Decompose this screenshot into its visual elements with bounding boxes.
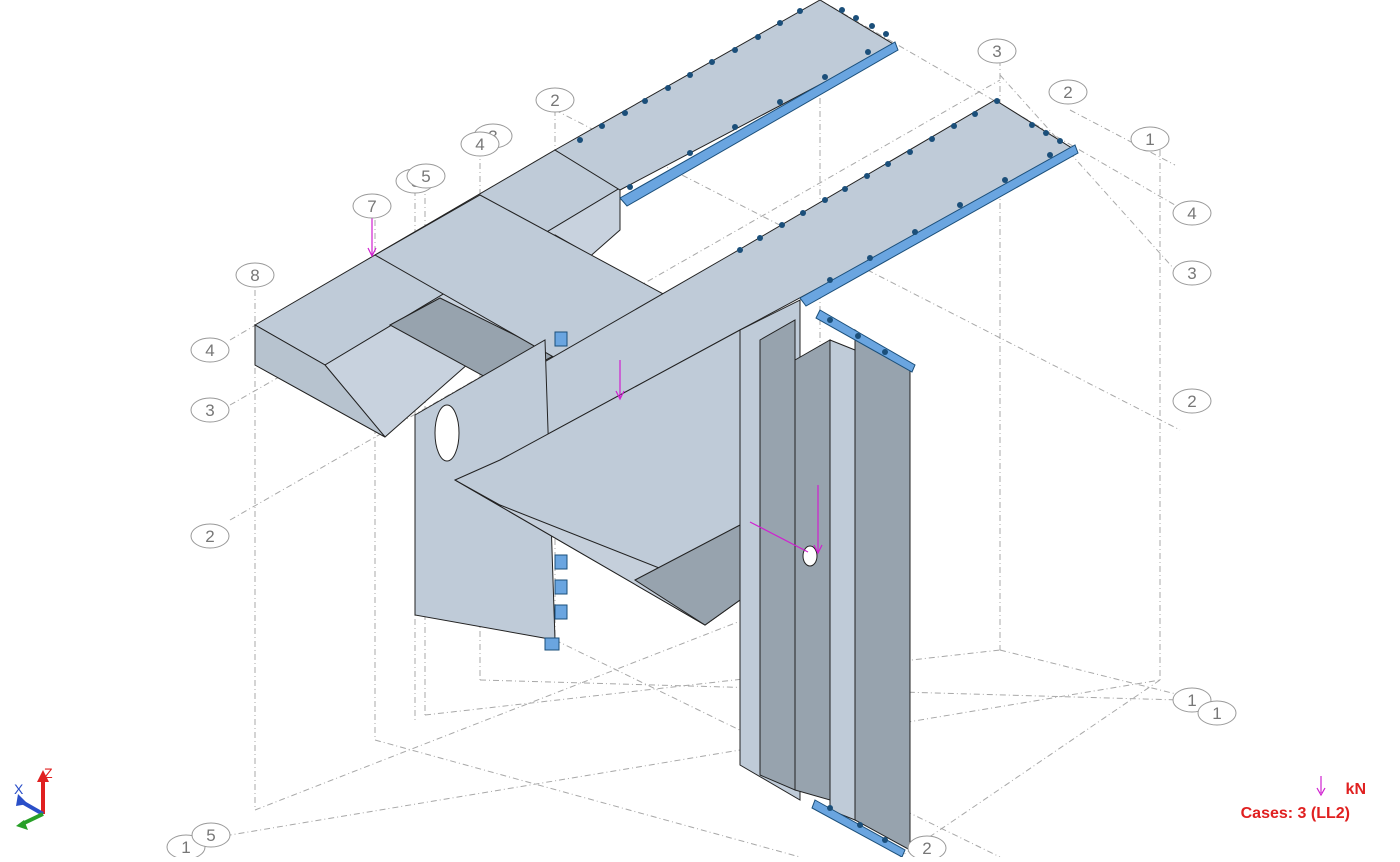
svg-text:1: 1 <box>1187 691 1196 710</box>
svg-text:3: 3 <box>1187 264 1196 283</box>
grid-bubble: 5 <box>192 823 230 847</box>
grid-bubble: 2 <box>191 524 229 548</box>
grid-bubble: 2 <box>536 88 574 112</box>
svg-text:3: 3 <box>205 401 214 420</box>
svg-text:4: 4 <box>1187 204 1196 223</box>
svg-text:1: 1 <box>1212 704 1221 723</box>
axis-triad: Z X <box>8 764 68 834</box>
svg-text:5: 5 <box>206 826 215 845</box>
grid-bubble: 2 <box>1049 80 1087 104</box>
grid-bubble: 1 <box>1198 701 1236 725</box>
grid-bubble: 2 <box>1173 389 1211 413</box>
load-unit: kN <box>1346 781 1366 799</box>
svg-text:7: 7 <box>367 197 376 216</box>
svg-text:1: 1 <box>181 838 190 857</box>
grid-bubble: 3 <box>1173 261 1211 285</box>
svg-text:4: 4 <box>205 341 214 360</box>
load-arrow-icon <box>1314 775 1328 797</box>
axis-x-label: X <box>14 781 24 797</box>
svg-text:2: 2 <box>205 527 214 546</box>
grid-bubble: 2 <box>908 836 946 857</box>
svg-text:8: 8 <box>250 266 259 285</box>
grid-bubble: 3 <box>191 398 229 422</box>
grid-bubble: 1 <box>1131 127 1169 151</box>
grid-bubble: 5 <box>407 164 445 188</box>
column-panels[interactable] <box>740 300 910 850</box>
axis-z-label: Z <box>44 765 53 781</box>
svg-text:2: 2 <box>922 839 931 857</box>
svg-text:2: 2 <box>1063 83 1072 102</box>
svg-text:1: 1 <box>1145 130 1154 149</box>
svg-text:3: 3 <box>992 42 1001 61</box>
svg-text:5: 5 <box>421 167 430 186</box>
load-cases: Cases: 3 (LL2) <box>1241 805 1350 823</box>
svg-text:2: 2 <box>550 91 559 110</box>
grid-bubble: 3 <box>978 39 1016 63</box>
svg-text:2: 2 <box>1187 392 1196 411</box>
grid-bubble: 7 <box>353 194 391 218</box>
svg-text:4: 4 <box>475 135 484 154</box>
grid-bubble: 4 <box>191 338 229 362</box>
grid-bubble: 4 <box>461 132 499 156</box>
slab-strip-far[interactable] <box>555 0 895 190</box>
load-legend: kN Cases: 3 (LL2) <box>1150 773 1350 833</box>
grid-bubble: 4 <box>1173 201 1211 225</box>
grid-bubble: 8 <box>236 263 274 287</box>
